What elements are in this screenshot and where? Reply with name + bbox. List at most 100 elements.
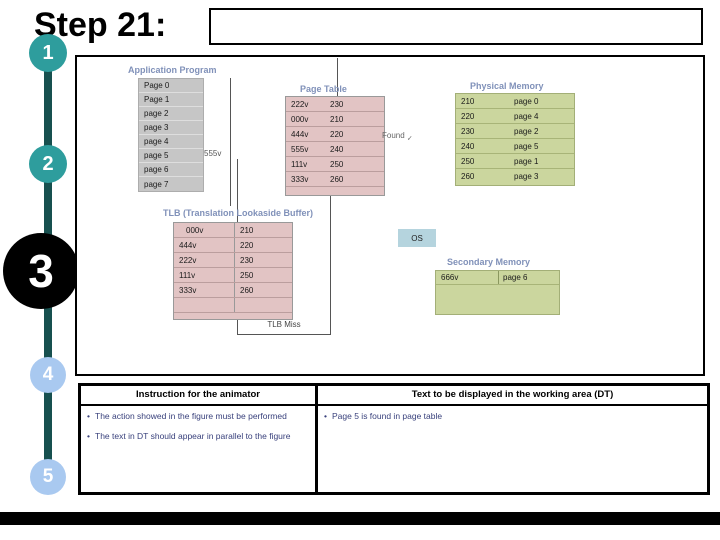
frame-addr: 230 xyxy=(234,253,292,267)
app-program-table: Page 0 Page 1 page 2 page 3 page 4 page … xyxy=(138,78,204,192)
tlb-miss-label: TLB Miss xyxy=(267,320,301,329)
page-table-title: Page Table xyxy=(300,84,347,94)
connector-line xyxy=(337,58,338,96)
connector-line xyxy=(230,78,231,206)
virtual-page: 222v xyxy=(179,255,197,265)
frame-addr: 210 xyxy=(330,114,344,124)
table-row: 444v 220 xyxy=(286,127,384,142)
step-circle-3: 3 xyxy=(3,233,79,309)
table-row: page 7 xyxy=(144,179,169,189)
table-row: 333v 260 xyxy=(174,283,292,298)
step-number: 2 xyxy=(42,152,54,175)
animator-notes-table: Instruction for the animator •The action… xyxy=(78,383,710,495)
note-bullet: •The text in DT should appear in paralle… xyxy=(87,431,291,442)
table-row: 222v 230 xyxy=(174,253,292,268)
notes-right-body: •Page 5 is found in page table xyxy=(318,406,707,492)
virtual-page: 333v xyxy=(291,174,309,184)
frame-addr: 240 xyxy=(461,141,475,151)
notes-left-column: Instruction for the animator •The action… xyxy=(81,386,315,492)
virtual-page: 111v xyxy=(291,159,308,169)
slide-bottom-bar xyxy=(0,512,720,525)
step-number: 3 xyxy=(28,245,54,297)
frame-addr: 220 xyxy=(234,238,292,252)
table-row: 000v 210 xyxy=(174,223,292,238)
virtual-page: 000v xyxy=(186,225,204,235)
tlb-title: TLB (Translation Lookaside Buffer) xyxy=(163,208,314,218)
virtual-page: 333v xyxy=(179,285,197,295)
frame-addr: 210 xyxy=(234,223,292,237)
table-row: page 5 xyxy=(139,149,203,163)
virtual-address-label: 555v xyxy=(204,149,222,158)
frame-addr: 230 xyxy=(461,126,475,136)
table-row: 210 page 0 xyxy=(456,94,574,109)
step-number: 4 xyxy=(42,364,54,385)
table-row: page 2 xyxy=(139,107,203,121)
step-circle-5: 5 xyxy=(30,459,66,495)
title-text-box xyxy=(209,8,703,45)
page-id: page 1 xyxy=(514,156,539,166)
frame-addr: 210 xyxy=(461,96,475,106)
os-box: OS xyxy=(398,229,436,247)
notes-column-divider xyxy=(315,386,318,492)
table-row: 230 page 2 xyxy=(456,124,574,139)
virtual-page: 444v xyxy=(291,129,309,139)
frame-addr: 250 xyxy=(234,268,292,282)
table-row: 444v 220 xyxy=(174,238,292,253)
notes-right-column: Text to be displayed in the working area… xyxy=(318,386,707,492)
bullet-icon: • xyxy=(87,411,90,421)
page-id: page 5 xyxy=(514,141,539,151)
virtual-page: 444v xyxy=(179,240,197,250)
connector-line xyxy=(330,196,331,334)
frame-addr: 240 xyxy=(330,144,344,154)
found-label: Found ✓ xyxy=(382,131,413,143)
frame-addr: 250 xyxy=(330,159,344,169)
note-bullet: •The action showed in the figure must be… xyxy=(87,411,287,421)
step-number: 5 xyxy=(42,466,54,487)
frame-addr: 260 xyxy=(234,283,292,297)
table-row: 333v 260 xyxy=(286,172,384,187)
step-number: 1 xyxy=(42,41,54,64)
step-circle-4: 4 xyxy=(30,357,66,393)
note-bullet: •Page 5 is found in page table xyxy=(324,411,443,421)
frame-addr: 260 xyxy=(330,174,344,184)
app-program-title: Application Program xyxy=(128,65,217,75)
check-icon: ✓ xyxy=(406,135,413,143)
physical-memory-title: Physical Memory xyxy=(470,81,544,91)
notes-left-body: •The action showed in the figure must be… xyxy=(81,406,315,492)
page-id: page 0 xyxy=(514,96,539,106)
page-id: page 6 xyxy=(498,271,559,284)
table-row: 111v 250 xyxy=(286,157,384,172)
tlb-table: 000v 210 444v 220 222v 230 111v 250 333v 260 xyxy=(173,222,293,320)
notes-left-header: Instruction for the animator xyxy=(81,386,315,406)
table-row: page 4 xyxy=(139,135,203,149)
table-row: 555v 240 xyxy=(286,142,384,157)
table-row: page 6 xyxy=(139,163,203,177)
page-id: page 2 xyxy=(514,126,539,136)
page-id: page 4 xyxy=(514,111,539,121)
virtual-page: 000v xyxy=(291,114,309,124)
connector-line xyxy=(237,334,331,335)
table-row: Page 0 xyxy=(139,79,203,93)
virtual-page: 111v xyxy=(179,270,196,280)
virtual-page: 555v xyxy=(291,144,309,154)
step-circle-2: 2 xyxy=(29,145,67,183)
table-row: 111v 250 xyxy=(174,268,292,283)
secondary-memory-title: Secondary Memory xyxy=(447,257,531,267)
notes-right-header: Text to be displayed in the working area… xyxy=(318,386,707,406)
page-id: page 3 xyxy=(514,172,539,181)
step-circle-1: 1 xyxy=(29,34,67,72)
table-row: Page 1 xyxy=(139,93,203,107)
bullet-icon: • xyxy=(324,411,327,421)
table-row: page 3 xyxy=(139,121,203,135)
table-row: 000v 210 xyxy=(286,112,384,127)
frame-addr: 220 xyxy=(330,129,344,139)
bullet-icon: • xyxy=(87,431,90,442)
